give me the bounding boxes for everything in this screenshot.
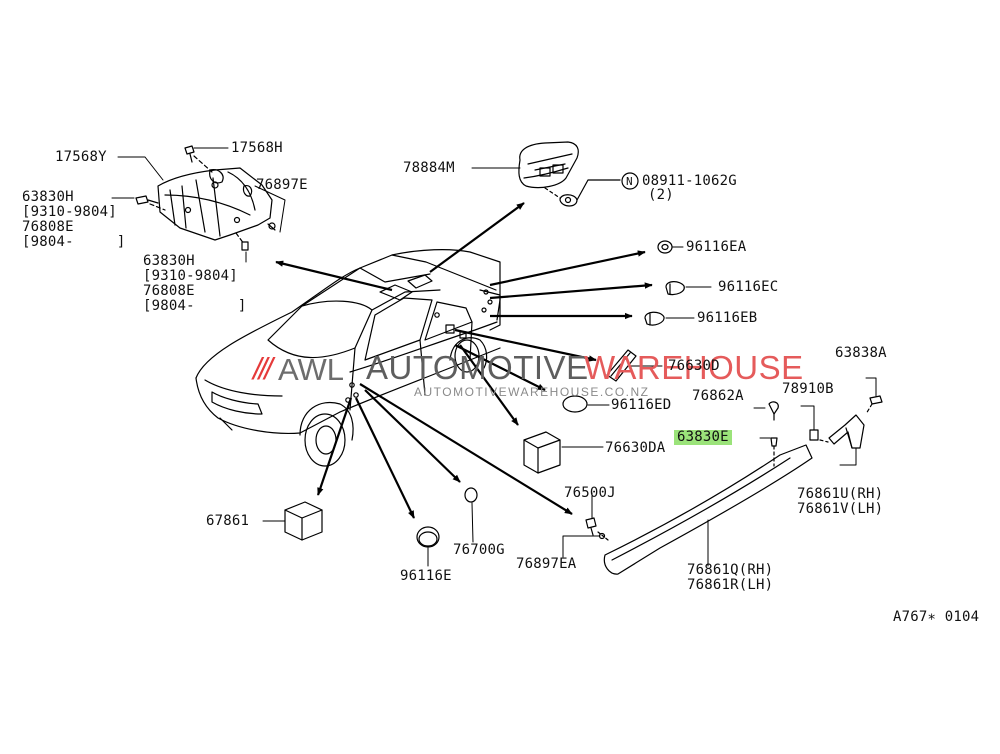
- part-label-76808e-a: 76808E: [22, 219, 74, 235]
- part-label-76897e: 76897E: [256, 177, 308, 193]
- part-label-76700g: 76700G: [453, 542, 505, 558]
- drawing-id: A767∗ 0104: [893, 609, 980, 625]
- part-label-76862a: 76862A: [692, 388, 744, 404]
- part-label-08911-1062g: 08911-1062G: [642, 173, 737, 189]
- part-label-96116ea: 96116EA: [686, 239, 747, 255]
- part-label-76897ea: 76897EA: [516, 556, 577, 572]
- watermark-prefix: ///: [253, 351, 273, 386]
- part-label-76861q: 76861Q(RH): [687, 562, 774, 578]
- part-label-63830e: 63830E: [674, 430, 732, 445]
- watermark-url: AUTOMOTIVEWAREHOUSE.CO.NZ: [414, 385, 650, 399]
- part-label-17568y: 17568Y: [55, 149, 107, 165]
- part-label-78910b: 78910B: [782, 381, 834, 397]
- part-label-76861v: 76861V(LH): [797, 501, 884, 517]
- part-label-78884m: 78884M: [403, 160, 455, 176]
- part-76700g: [464, 487, 478, 503]
- part-label-96116e: 96116E: [400, 568, 452, 584]
- part-label-date-range-b: [9310-9804]: [143, 268, 238, 284]
- part-label-76861r: 76861R(LH): [687, 577, 774, 593]
- part-label-96116eb: 96116EB: [697, 310, 758, 326]
- part-67861: [284, 501, 323, 541]
- heat-shield: [135, 145, 276, 251]
- grommets-right: [644, 240, 685, 326]
- bracket-76861u: [768, 395, 883, 467]
- part-label-08911-qty: (2): [648, 187, 674, 203]
- watermark-awl: AWL: [278, 352, 345, 387]
- part-label-date-range-a: [9310-9804]: [22, 204, 117, 220]
- part-label-date-from-a: [9804- ]: [22, 234, 126, 250]
- part-96116e: [416, 526, 440, 548]
- part-label-76808e-b: 76808E: [143, 283, 195, 299]
- watermark-warehouse: WAREHOUSE: [584, 349, 804, 386]
- part-label-n-symbol: N: [626, 175, 633, 188]
- part-label-76630da: 76630DA: [605, 440, 666, 456]
- part-label-96116ec: 96116EC: [718, 279, 779, 295]
- part-label-76500j: 76500J: [564, 485, 616, 501]
- part-76630d: [606, 349, 637, 382]
- part-78884m: [518, 141, 639, 207]
- part-label-63830h-b: 63830H: [143, 253, 195, 269]
- watermark-automotive: AUTOMOTIVE: [366, 349, 589, 386]
- part-96116ed: [562, 395, 588, 413]
- part-label-96116ed: 96116ED: [611, 397, 672, 413]
- part-label-date-from-b: [9804- ]: [143, 298, 247, 314]
- part-label-67861: 67861: [206, 513, 250, 529]
- pointer-arrows: [275, 202, 653, 519]
- part-label-63838a: 63838A: [835, 345, 887, 361]
- leader-lines: [111, 147, 877, 567]
- side-sill-molding: [585, 444, 813, 575]
- part-label-76861u: 76861U(RH): [797, 486, 884, 502]
- part-label-63830h-a: 63830H: [22, 189, 74, 205]
- part-76630da: [523, 431, 561, 474]
- part-label-76630d: 76630D: [668, 358, 720, 374]
- part-label-17568h: 17568H: [231, 140, 283, 156]
- car-body: [195, 249, 501, 467]
